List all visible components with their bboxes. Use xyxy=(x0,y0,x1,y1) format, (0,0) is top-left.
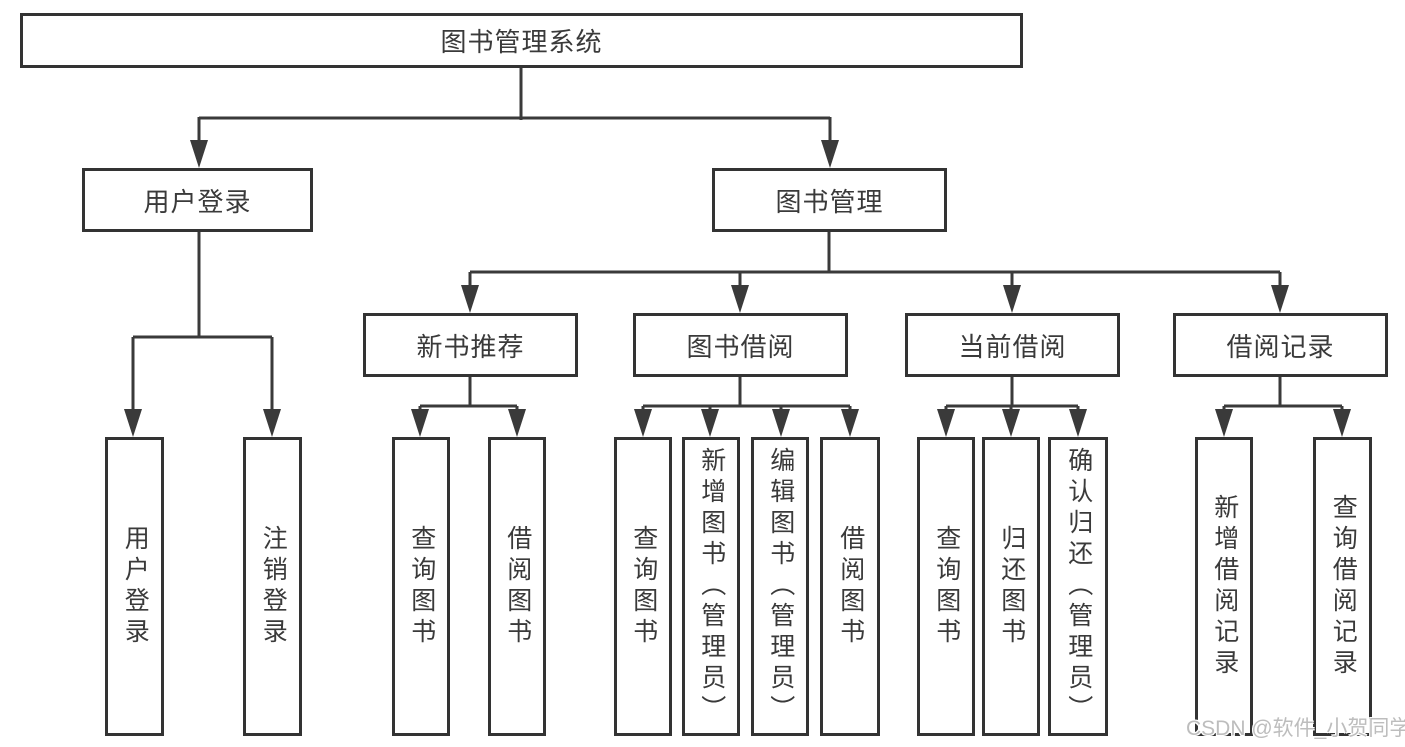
leaf-br-query-record: 查询借阅记录 xyxy=(1313,437,1372,736)
leaf-user-login-label: 用户登录 xyxy=(121,524,150,649)
node-current-borrow-label: 当前借阅 xyxy=(958,331,1067,362)
leaf-nb-borrow-books: 借阅图书 xyxy=(488,437,546,736)
node-book-management: 图书管理 xyxy=(712,168,947,232)
node-user-login: 用户登录 xyxy=(82,168,313,232)
leaf-bb-add-books-admin: 新增图书（管理员） xyxy=(682,437,740,736)
leaf-logout-label: 注销登录 xyxy=(259,524,288,649)
node-book-borrow-label: 图书借阅 xyxy=(686,331,795,362)
node-current-borrow: 当前借阅 xyxy=(905,313,1120,377)
leaf-cb-return-books-label: 归还图书 xyxy=(997,524,1026,649)
leaf-cb-return-books: 归还图书 xyxy=(982,437,1040,736)
leaf-bb-borrow-books: 借阅图书 xyxy=(820,437,880,736)
node-borrow-records-label: 借阅记录 xyxy=(1226,331,1335,362)
leaf-nb-query-books: 查询图书 xyxy=(392,437,450,736)
leaf-cb-confirm-return-admin-label: 确认归还（管理员） xyxy=(1064,447,1093,726)
arrowheads xyxy=(124,140,1351,437)
node-new-book-recommend: 新书推荐 xyxy=(363,313,578,377)
leaf-bb-add-books-admin-label: 新增图书（管理员） xyxy=(697,447,726,726)
leaf-logout: 注销登录 xyxy=(243,437,302,736)
node-borrow-records: 借阅记录 xyxy=(1173,313,1388,377)
leaf-cb-query-books: 查询图书 xyxy=(917,437,975,736)
leaf-br-add-record-label: 新增借阅记录 xyxy=(1210,493,1239,680)
node-book-management-label: 图书管理 xyxy=(775,186,884,217)
leaf-user-login: 用户登录 xyxy=(105,437,164,736)
watermark: CSDN @软件_小贺同学 xyxy=(1186,717,1405,740)
leaf-bb-query-books-label: 查询图书 xyxy=(629,524,658,649)
node-new-book-recommend-label: 新书推荐 xyxy=(416,331,525,362)
leaf-bb-edit-books-admin-label: 编辑图书（管理员） xyxy=(766,447,795,726)
node-root: 图书管理系统 xyxy=(20,13,1023,68)
leaf-bb-edit-books-admin: 编辑图书（管理员） xyxy=(751,437,809,736)
leaf-bb-borrow-books-label: 借阅图书 xyxy=(836,524,865,649)
leaf-br-add-record: 新增借阅记录 xyxy=(1195,437,1253,736)
leaf-nb-borrow-books-label: 借阅图书 xyxy=(503,524,532,649)
node-user-login-label: 用户登录 xyxy=(143,186,252,217)
node-book-borrow: 图书借阅 xyxy=(633,313,848,377)
leaf-br-query-record-label: 查询借阅记录 xyxy=(1329,493,1358,680)
leaf-bb-query-books: 查询图书 xyxy=(614,437,672,736)
leaf-nb-query-books-label: 查询图书 xyxy=(407,524,436,649)
leaf-cb-confirm-return-admin: 确认归还（管理员） xyxy=(1048,437,1108,736)
leaf-cb-query-books-label: 查询图书 xyxy=(932,524,961,649)
node-root-label: 图书管理系统 xyxy=(440,27,603,57)
